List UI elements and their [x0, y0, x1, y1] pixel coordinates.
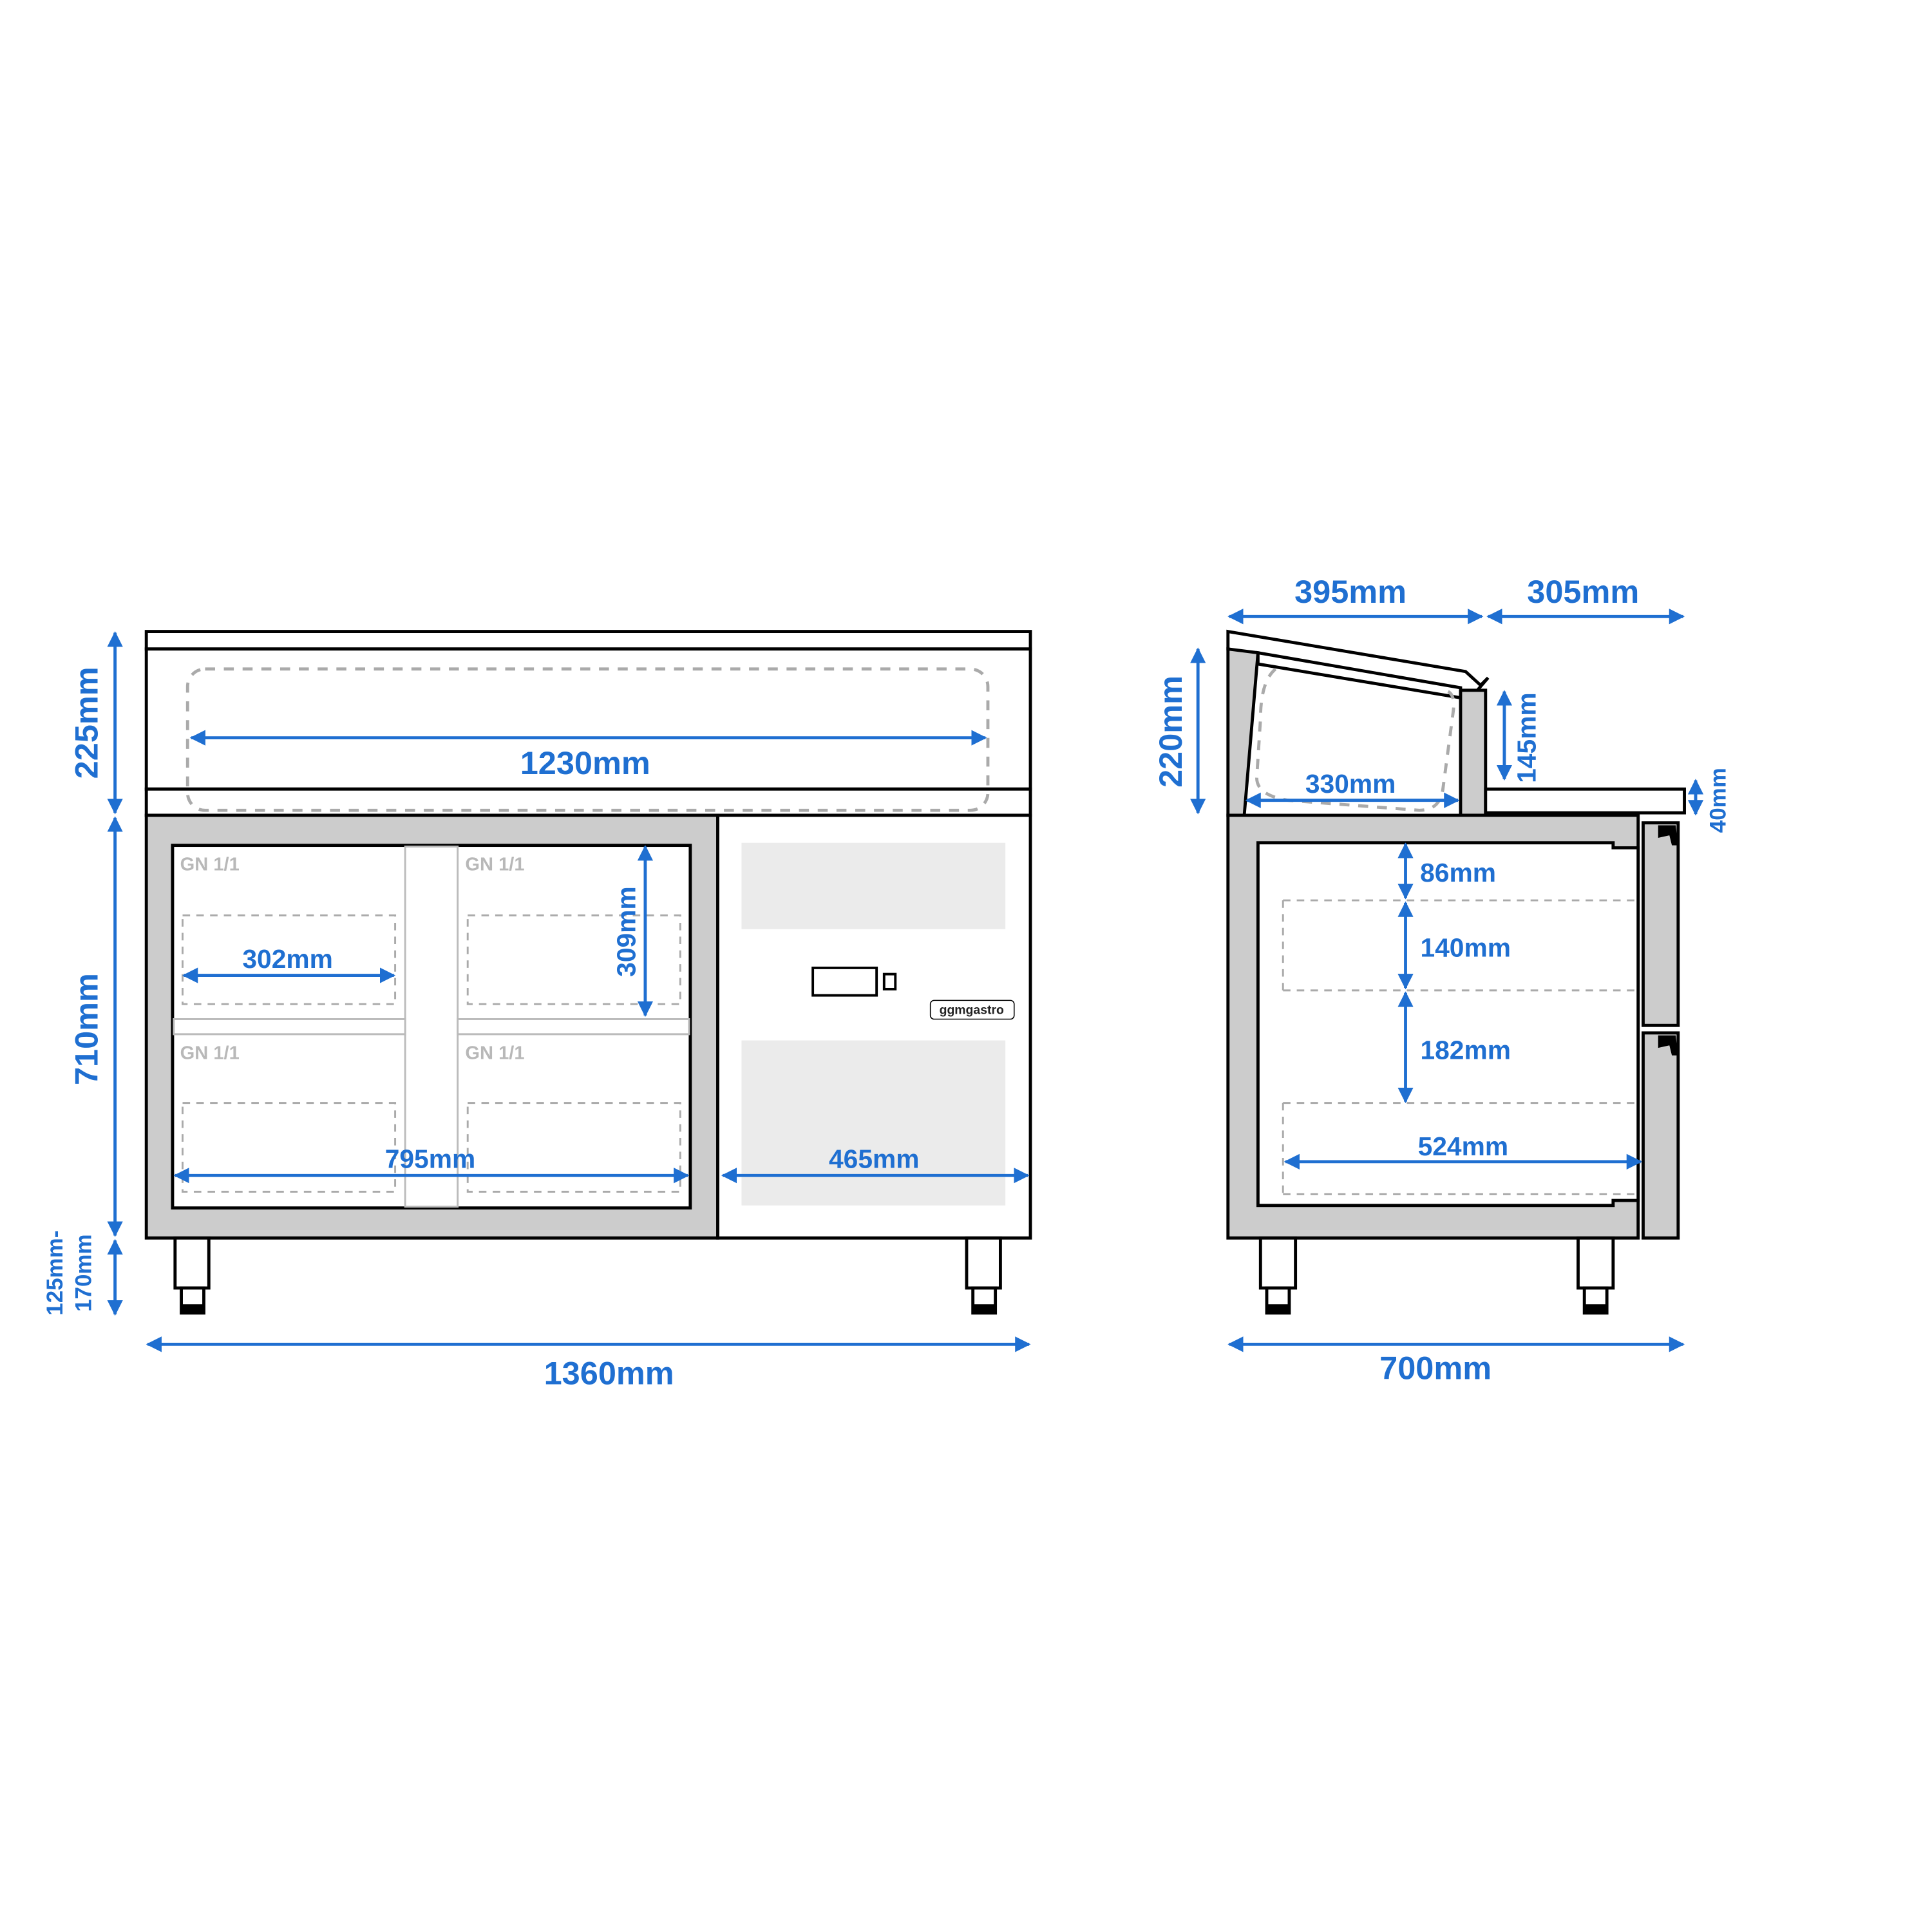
dim-door-width: 795mm: [385, 1144, 476, 1174]
front-view: GN 1/1 GN 1/1 GN 1/1 GN 1/1 ggmgastro 22…: [43, 630, 1032, 1392]
dim-worktop-thickness: 40mm: [1706, 768, 1731, 833]
shelf-divider-left: [173, 1018, 406, 1036]
dim-total-depth: 700mm: [1379, 1350, 1492, 1387]
gn-label: GN 1/1: [180, 1043, 240, 1064]
dim-body-height: 710mm: [68, 973, 104, 1085]
dim-shelf-gap-1: 140mm: [1420, 933, 1511, 962]
shelf-outlines: [1282, 899, 1638, 1195]
dim-pan-width: 1230mm: [520, 744, 650, 781]
vent-panel: [741, 842, 1006, 929]
drawer-handle[interactable]: [1658, 1035, 1678, 1056]
dim-shelf-gap-2: 182mm: [1420, 1036, 1511, 1065]
interior: [1256, 841, 1640, 1208]
shelf-divider-right: [457, 1018, 690, 1036]
pan-compartment: [144, 647, 1032, 791]
legs: [173, 1236, 1002, 1315]
dim-pan-depth: 330mm: [1305, 769, 1396, 799]
dim-worktop-depth: 305mm: [1527, 573, 1639, 610]
dim-pan-height: 145mm: [1511, 692, 1541, 783]
dim-top-height: 225mm: [68, 667, 104, 779]
side-view: 395mm 305mm 220mm 145mm 40mm 330mm 86mm …: [1152, 573, 1731, 1387]
dim-gn-width: 302mm: [242, 944, 333, 974]
dim-interior-depth: 524mm: [1418, 1132, 1509, 1161]
drawer-handle[interactable]: [1658, 825, 1678, 846]
front-post: [1459, 688, 1488, 817]
dim-lid-depth: 395mm: [1294, 573, 1406, 610]
legs: [1258, 1236, 1615, 1315]
dim-leg-height: 125mm-: [43, 1231, 68, 1316]
dim-top-height: 220mm: [1152, 676, 1189, 788]
vent-panel: [741, 1040, 1006, 1206]
pan-outline: [185, 667, 990, 812]
gn-label: GN 1/1: [465, 854, 524, 875]
rear-wall: [1226, 647, 1260, 817]
brand-logo-text: ggmgastro: [940, 1003, 1004, 1018]
dim-top-gap: 86mm: [1420, 858, 1496, 887]
dim-gn-depth: 309mm: [611, 886, 641, 977]
gn-label: GN 1/1: [465, 1043, 524, 1064]
worktop: [1484, 787, 1686, 815]
dim-leg-height: 170mm: [71, 1234, 97, 1311]
drawer-front[interactable]: [1642, 1031, 1680, 1240]
dim-panel-width: 465mm: [829, 1144, 920, 1174]
brand-logo: [929, 999, 1015, 1020]
drawer-front[interactable]: [1642, 821, 1680, 1027]
lid-strip: [144, 630, 1032, 651]
gn-label: GN 1/1: [180, 854, 240, 875]
controller-display[interactable]: [811, 966, 878, 997]
power-switch[interactable]: [882, 972, 897, 990]
dim-total-width: 1360mm: [544, 1355, 674, 1392]
